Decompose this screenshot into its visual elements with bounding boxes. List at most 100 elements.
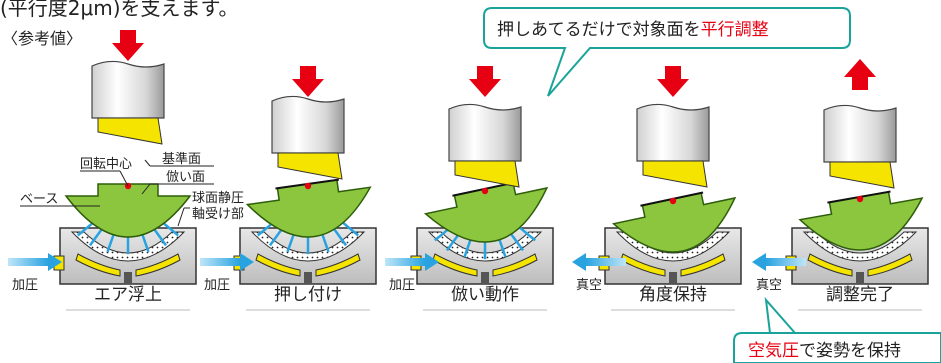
flow-arrow-shaft <box>8 258 48 266</box>
red-down-arrow-icon <box>292 66 324 97</box>
pressing-tool <box>271 95 345 180</box>
header-top-text: (平行度2μm)を支えます。 <box>0 0 239 20</box>
flow-arrow-shaft <box>200 258 240 266</box>
flow-label: 真空 <box>756 278 782 293</box>
flow-label: 加圧 <box>389 278 415 293</box>
stage-2: 押し付け <box>233 66 377 311</box>
pressing-tool <box>91 60 165 145</box>
stage-5: 調整完了 <box>785 59 929 311</box>
bearing-pad-left <box>620 253 666 277</box>
tool-cylinder <box>448 103 522 162</box>
center-port <box>856 272 864 284</box>
flow-arrow-head <box>572 253 586 271</box>
bearing-pad-left <box>75 253 121 277</box>
base-hemisphere <box>798 191 924 251</box>
stages-group: エア浮上 押し付け 倣い動作 角度保持 調整完了 <box>53 30 929 311</box>
label-follow-surface: 倣い面 <box>166 170 205 185</box>
base-hemisphere <box>611 192 737 253</box>
tool-reference-block <box>829 161 895 189</box>
reference-value-label: 〈参考値〉 <box>2 29 82 48</box>
red-down-arrow-icon <box>469 66 501 97</box>
bearing-pad-right <box>867 253 913 277</box>
tool-cylinder <box>271 95 345 154</box>
bearing-pad-left <box>255 253 301 277</box>
bearing-pad-right <box>492 253 538 277</box>
rotation-center-dot <box>304 182 312 190</box>
top-callout-text: 押しあてるだけで対象面を平行調整 <box>497 20 769 40</box>
rotation-center-dot <box>856 195 864 203</box>
flow-arrow-5: 真空 <box>752 253 806 293</box>
red-down-arrow-icon <box>112 30 144 61</box>
label-reference-surface: 基準面 <box>162 151 201 167</box>
rotation-center-dot <box>481 187 489 195</box>
flow-arrow-3: 加圧 <box>385 253 439 293</box>
tool-reference-block <box>277 152 343 180</box>
part-labels: 基準面 回転中心 倣い面 ベース 球面静圧 軸受け部 <box>20 151 244 227</box>
label-spherical-bearing-2: 軸受け部 <box>192 207 244 222</box>
flow-arrow-head <box>752 253 766 271</box>
base-body <box>798 190 924 251</box>
stage-label: 押し付け <box>274 285 342 305</box>
base-body <box>423 181 549 243</box>
air-flow-arrow <box>508 231 525 252</box>
stage-4: 角度保持 <box>598 66 742 311</box>
base-hemisphere <box>64 183 192 238</box>
flow-arrow-head <box>240 253 254 271</box>
bottom-callout-text: 空気圧で姿勢を保持 <box>748 341 901 361</box>
pressing-tool <box>636 103 710 188</box>
flow-arrow-shaft <box>586 258 626 266</box>
stage-label: 調整完了 <box>826 285 894 305</box>
bearing-pad-left <box>807 253 853 277</box>
bearing-pad-right <box>680 253 726 277</box>
bearing-pad-left <box>432 253 478 277</box>
flow-label: 加圧 <box>204 278 230 293</box>
base-body <box>64 183 192 238</box>
base-hemisphere <box>245 179 372 238</box>
bearing-pad-right <box>135 253 181 277</box>
air-flow-arrow <box>88 226 105 247</box>
base-hemisphere <box>423 182 549 243</box>
flow-arrow-shaft <box>385 258 425 266</box>
bearing-porous-layer <box>802 231 918 262</box>
bottom-callout: 空気圧で姿勢を保持 <box>733 296 941 363</box>
tool-reference-block <box>642 160 708 188</box>
label-spherical-bearing-1: 球面静圧 <box>192 191 244 206</box>
tool-cylinder <box>823 104 897 163</box>
top-callout-prefix: 押しあてるだけで対象面を <box>497 20 701 40</box>
tool-reference-block <box>454 160 520 188</box>
bottom-callout-highlight: 空気圧 <box>748 341 799 361</box>
tool-reference-block <box>97 117 163 145</box>
bearing-porous-layer <box>427 231 543 262</box>
center-port <box>124 272 132 284</box>
stage-label: 倣い動作 <box>451 285 519 305</box>
bearing-pad-right <box>315 253 361 277</box>
pressing-tool <box>823 104 897 189</box>
flow-label: 真空 <box>576 278 602 293</box>
stage-3: 倣い動作 <box>410 66 554 311</box>
red-down-arrow-icon <box>657 66 689 97</box>
air-flow-arrow <box>516 224 536 242</box>
flow-arrow-4: 真空 <box>572 253 626 293</box>
air-flow-arrow <box>331 226 348 247</box>
label-rotation-center: 回転中心 <box>80 157 132 172</box>
center-port <box>304 272 312 284</box>
center-port <box>669 272 677 284</box>
top-callout-highlight: 平行調整 <box>701 20 769 40</box>
bottom-callout-suffix: で姿勢を保持 <box>799 341 901 361</box>
flow-arrow-head <box>48 253 62 271</box>
stage-label: エア浮上 <box>94 285 162 305</box>
flow-group: 加圧 加圧 加圧 真空 真空 <box>8 253 806 293</box>
flow-arrow-1: 加圧 <box>8 253 62 293</box>
flow-label: 加圧 <box>12 278 38 293</box>
flow-arrow-shaft <box>766 258 806 266</box>
red-up-arrow-icon <box>844 59 876 90</box>
tool-cylinder <box>91 60 165 119</box>
center-port <box>481 272 489 284</box>
pressing-tool <box>448 103 522 188</box>
stage-label: 角度保持 <box>639 285 707 305</box>
rotation-center-dot <box>669 197 677 205</box>
base-body <box>611 191 737 253</box>
label-base: ベース <box>20 192 58 207</box>
flow-arrow-head <box>425 253 439 271</box>
